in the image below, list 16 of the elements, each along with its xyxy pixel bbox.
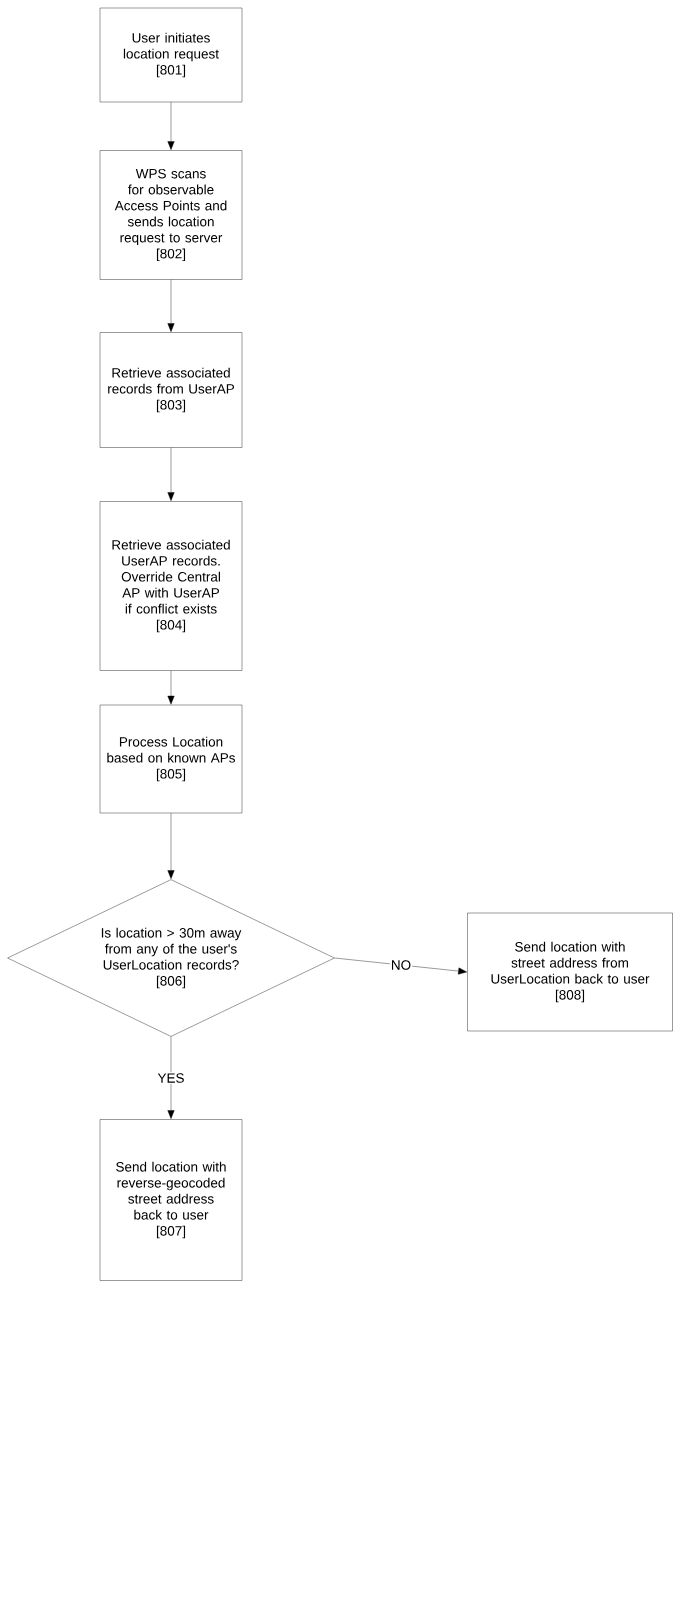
- arrow: [167, 102, 175, 150]
- process-box: WPS scans for observable Access Points and sends location request to server [802]: [99, 150, 243, 280]
- arrow: [334, 957, 467, 975]
- arrow: [167, 1036, 175, 1119]
- edge-label: NO: [389, 959, 413, 971]
- arrow: [167, 813, 175, 879]
- process-box: User initiates location request [801]: [99, 7, 243, 103]
- arrow: [167, 279, 175, 332]
- process-box: Process Location based on known APs [805]: [99, 704, 243, 814]
- arrow: [167, 447, 175, 501]
- process-box: Retrieve associated UserAP records. Override Central AP with UserAP if conflict exists [804]: [99, 501, 243, 671]
- process-box: Retrieve associated records from UserAP [803]: [99, 332, 243, 448]
- process-box: Send location with street address from UserLocation back to user [808]: [467, 912, 673, 1032]
- arrow: [167, 670, 175, 705]
- edge-label: YES: [156, 1072, 186, 1084]
- process-box: Send location with reverse-geocoded street address back to user [807]: [99, 1119, 243, 1281]
